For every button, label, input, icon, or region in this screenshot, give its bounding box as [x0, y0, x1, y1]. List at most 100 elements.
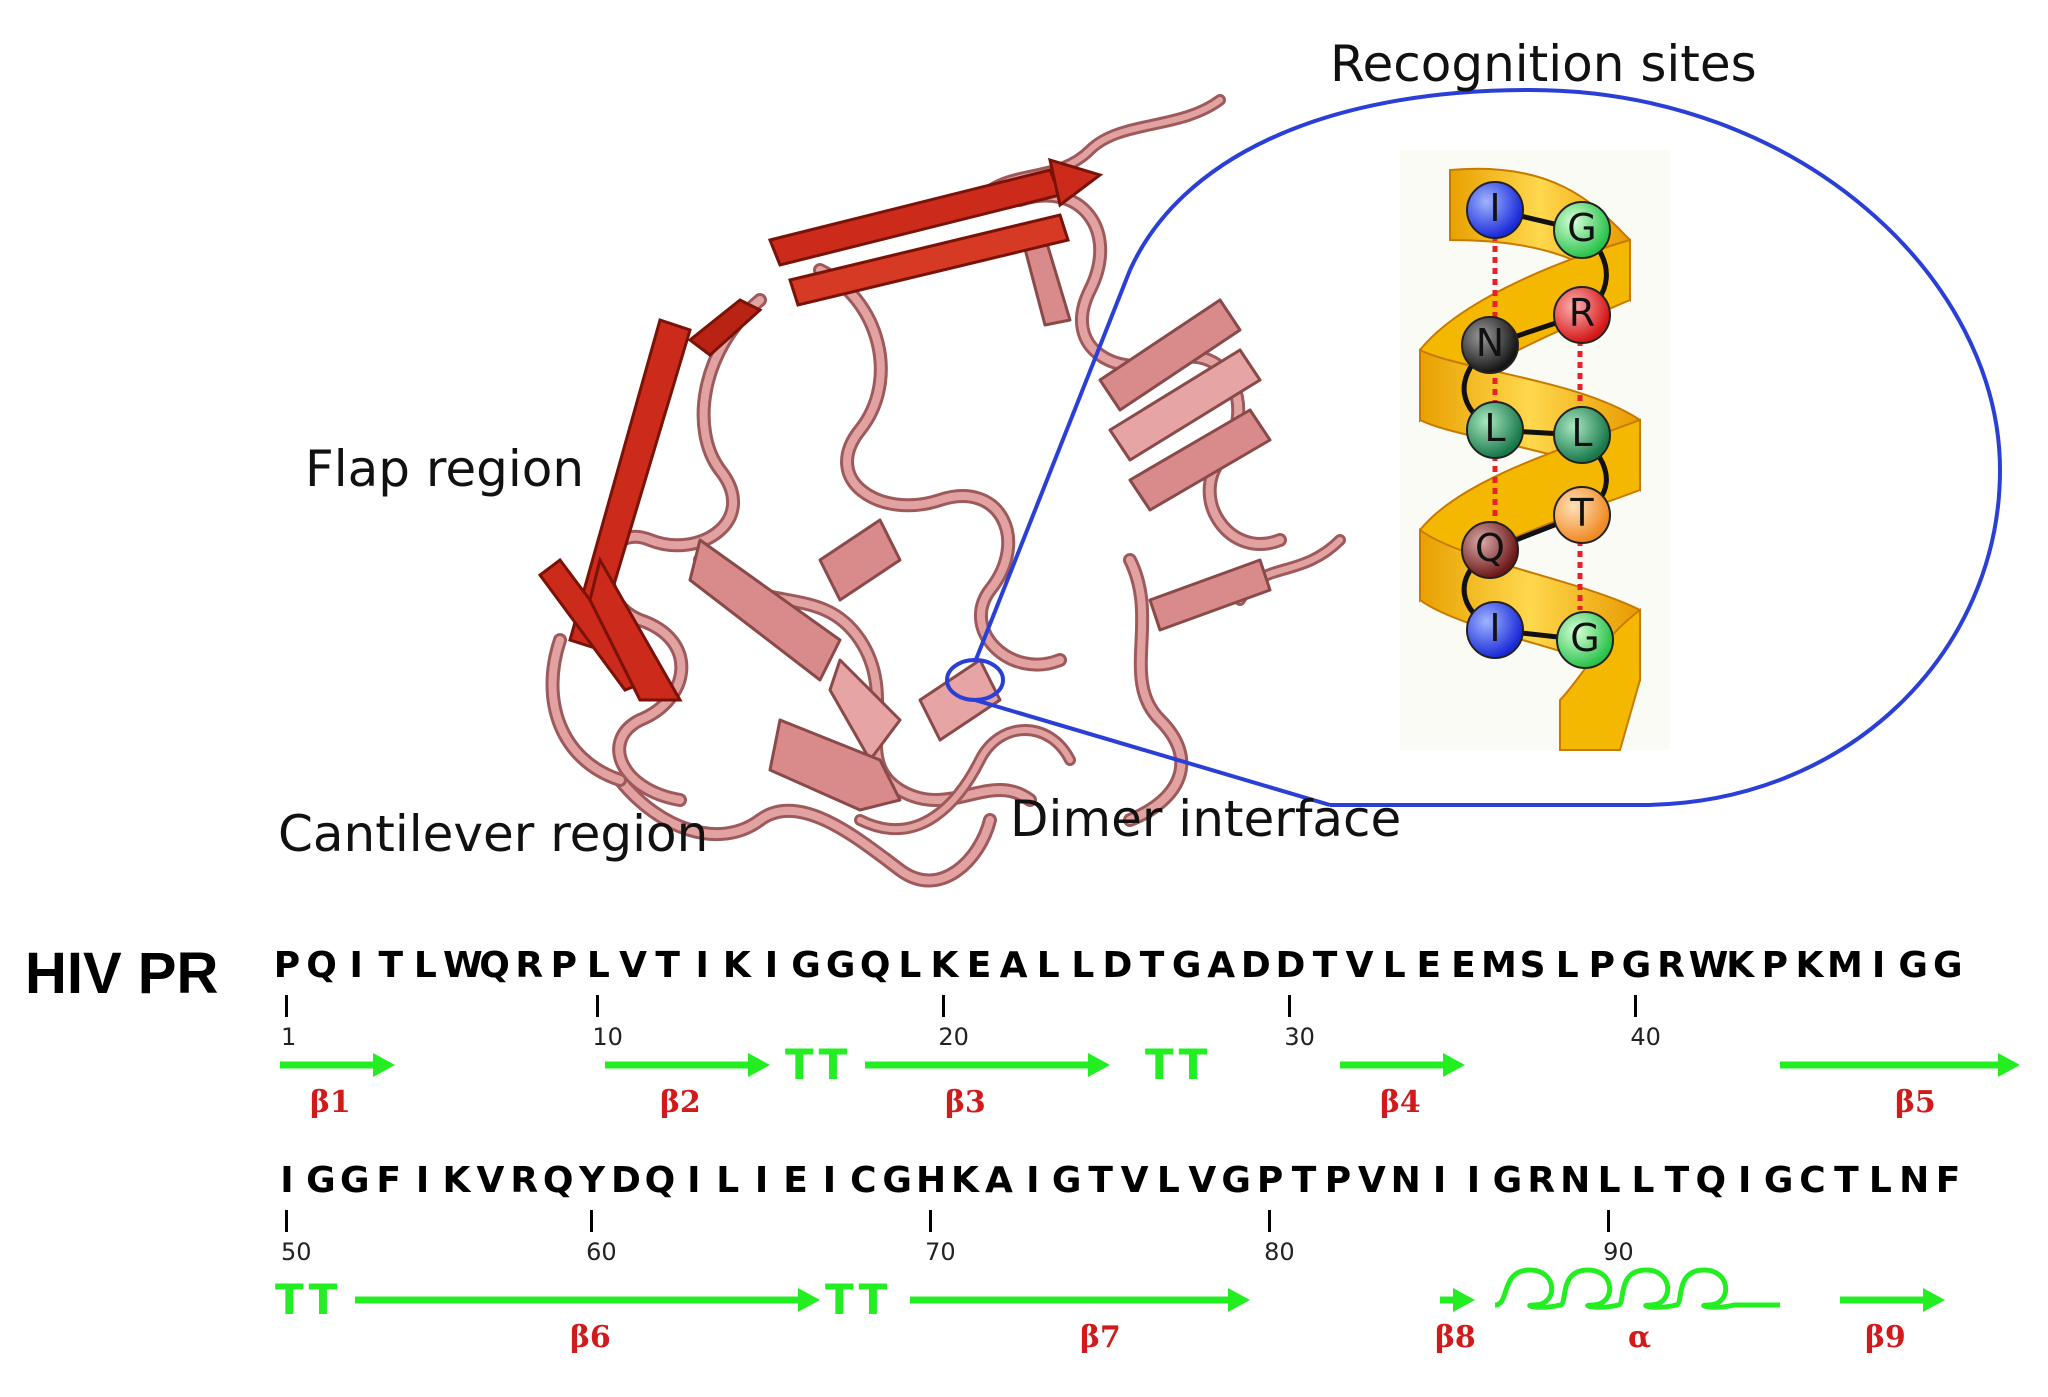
helix-residue-letter: L: [1484, 406, 1506, 450]
turn-label: TT: [275, 1275, 342, 1324]
residue: I: [1466, 1160, 1481, 1201]
residue: C: [850, 1160, 877, 1201]
helix-residue-sphere: [1461, 316, 1519, 374]
residue: V: [619, 945, 647, 986]
residue: E: [783, 1160, 808, 1201]
residue: V: [1357, 1160, 1386, 1201]
residue: N: [1390, 1160, 1421, 1201]
residue: G: [1051, 1160, 1082, 1201]
flap-region-label: Flap region: [305, 440, 585, 498]
residue: G: [306, 1160, 336, 1201]
residue: H: [916, 1160, 947, 1201]
strand-label: β1: [310, 1085, 351, 1120]
helix-residue-sphere: [1553, 486, 1611, 544]
strand-4-arrowhead: [1443, 1053, 1465, 1077]
strand-7-arrowhead: [1228, 1288, 1250, 1312]
dimer-interface-label: Dimer interface: [1010, 790, 1402, 848]
position-number: 10: [592, 1023, 623, 1051]
residue: K: [442, 1160, 471, 1201]
residue: R: [1527, 1160, 1556, 1201]
sequence-name: HIV PR: [25, 941, 219, 1006]
residue: G: [1221, 1160, 1251, 1201]
position-number: 20: [938, 1023, 969, 1051]
position-number: 50: [281, 1238, 312, 1266]
flap-region-strands: [537, 157, 1104, 702]
turn-label: TT: [825, 1275, 892, 1324]
zoom-outline: [1128, 87, 2003, 807]
residue: K: [722, 945, 751, 986]
position-number: 80: [1264, 1238, 1295, 1266]
alpha-helix-inset: [1400, 150, 1670, 751]
residue: I: [415, 1160, 430, 1201]
residue: E: [966, 945, 992, 986]
residue: R: [1657, 945, 1685, 986]
residue: L: [1631, 1160, 1655, 1201]
residue: F: [1935, 1160, 1961, 1201]
helix-residue-letter: G: [1570, 616, 1600, 660]
residue: I: [754, 1160, 769, 1201]
residue: L: [1555, 945, 1579, 986]
helix-residue-sphere: [1556, 611, 1614, 669]
position-tick: [285, 995, 288, 1017]
position-tick: [942, 995, 946, 1017]
residue: G: [1898, 945, 1928, 986]
residue: Q: [644, 1160, 676, 1201]
helix-residue-sphere: [1553, 201, 1611, 259]
helix-residue-sphere: [1553, 406, 1611, 464]
residue: L: [1036, 945, 1060, 986]
residue: E: [1416, 945, 1442, 986]
residue: T: [1834, 1160, 1859, 1201]
residue: A: [999, 945, 1028, 986]
residue: G: [882, 1160, 912, 1201]
residue: M: [1827, 945, 1863, 986]
residue: G: [1171, 945, 1202, 986]
residue: A: [1207, 945, 1236, 986]
residue: I: [280, 1160, 294, 1201]
strand-label: β2: [660, 1085, 701, 1120]
residue: G: [1492, 1160, 1523, 1201]
position-tick: [590, 1210, 594, 1232]
residue: G: [791, 945, 821, 986]
residue: K: [930, 945, 959, 986]
residue: I: [1871, 945, 1886, 986]
residue: Q: [306, 945, 337, 986]
residue: D: [1240, 945, 1271, 986]
turn-label: TT: [1145, 1040, 1212, 1089]
strand-5-arrowhead: [1998, 1053, 2020, 1077]
residue: I: [1026, 1160, 1040, 1201]
residue: T: [655, 945, 680, 986]
recognition-sites-label: Recognition sites: [1330, 35, 1757, 93]
helix-residue-sphere: [1466, 401, 1524, 459]
residue: G: [1621, 945, 1652, 986]
residue: P: [1324, 1160, 1352, 1201]
residue: D: [1102, 945, 1133, 986]
position-tick: [285, 1210, 288, 1232]
strand-label: β5: [1895, 1085, 1936, 1120]
residue: Y: [579, 1160, 606, 1201]
helix-residue-sphere: [1461, 521, 1519, 579]
helix-residue-letter: L: [1571, 411, 1593, 455]
strand-label: β6: [570, 1320, 611, 1355]
residue: L: [1597, 1160, 1621, 1201]
helix-residue-letter: N: [1475, 321, 1505, 365]
residue: S: [1519, 945, 1546, 986]
helix-residue-letter: G: [1567, 206, 1597, 250]
position-number: 70: [925, 1238, 956, 1266]
position-number: 40: [1630, 1023, 1661, 1051]
residue: G: [1763, 1160, 1794, 1201]
residue: T: [1664, 1160, 1690, 1201]
position-number: 60: [586, 1238, 617, 1266]
residue: T: [1291, 1160, 1317, 1201]
zoom-callout: [945, 87, 2003, 807]
turn-label: TT: [785, 1040, 852, 1089]
helix-residue-letter: R: [1568, 291, 1596, 335]
residue: W: [443, 945, 483, 986]
residue: N: [1560, 1160, 1591, 1201]
residue: L: [1156, 1160, 1180, 1201]
residue: D: [611, 1160, 641, 1201]
strand-label: β3: [945, 1085, 986, 1120]
residue: K: [951, 1160, 979, 1201]
residue: P: [273, 945, 301, 986]
helix-residue-letter: T: [1570, 491, 1594, 535]
